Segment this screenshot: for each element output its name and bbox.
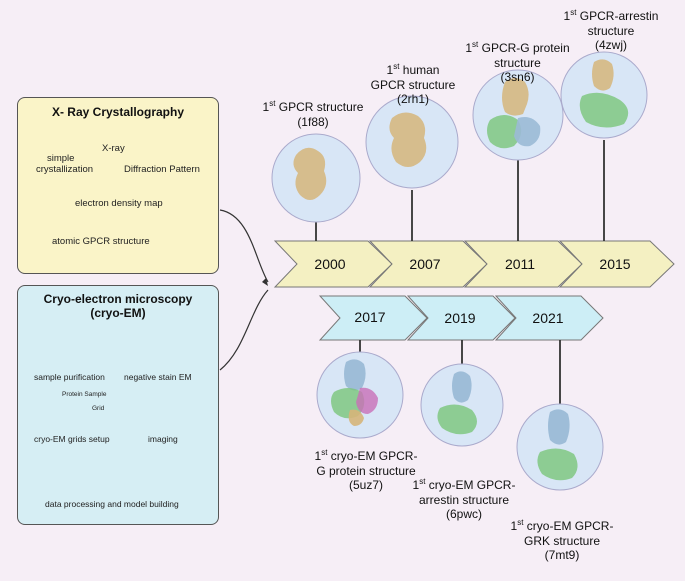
caption-2rh1: 1st human GPCR structure (2rh1) — [370, 62, 456, 106]
structure-bubbles — [271, 51, 648, 491]
chevron-2021 — [494, 295, 604, 341]
year-2011: 2011 — [504, 256, 536, 272]
year-2019: 2019 — [444, 310, 476, 326]
bubble-7mt9 — [516, 403, 604, 491]
chevron-2011 — [463, 240, 583, 288]
imaging-label: imaging — [148, 434, 178, 444]
cryo-em-panel: Cryo-electron microscopy (cryo-EM) — [17, 285, 219, 525]
top-stems — [315, 140, 605, 241]
data-processing-label: data processing and model building — [45, 499, 179, 509]
grid-label: Grid — [92, 405, 105, 412]
chevron-2015 — [558, 240, 675, 288]
protein-sample-label: Protein Sample — [62, 391, 107, 398]
year-2017: 2017 — [354, 309, 386, 325]
year-2000: 2000 — [314, 256, 346, 272]
electron-density-label: electron density map — [75, 198, 163, 209]
simple-label: simple — [47, 153, 75, 164]
caption-7mt9: 1st cryo-EM GPCR- GRK structure (7mt9) — [510, 518, 614, 562]
bottom-stems — [359, 340, 561, 404]
xray-connector-arrow — [219, 209, 269, 283]
cryo-title-line2: (cryo-EM) — [90, 306, 146, 320]
caption-4zwj: 1st GPCR-arrestin structure (4zwj) — [563, 8, 659, 52]
xray-label: X-ray — [102, 143, 125, 154]
xray-title: X- Ray Crystallography — [51, 105, 185, 119]
chevron-2007 — [368, 240, 488, 288]
bottom-timeline — [318, 295, 604, 341]
grids-setup-label: cryo-EM grids setup — [34, 434, 110, 444]
chevron-2000 — [273, 240, 393, 288]
atomic-structure-label: atomic GPCR structure — [52, 236, 150, 247]
cryo-title-line1: Cryo-electron microscopy — [43, 292, 193, 306]
crystallization-label: crystallization — [36, 164, 94, 175]
sample-purification-label: sample purification — [34, 372, 105, 382]
xray-crystallography-panel: X- Ray Crystallography — [17, 97, 219, 274]
chevron-2019 — [406, 295, 516, 341]
top-timeline — [273, 240, 675, 288]
connector-arrowhead — [262, 278, 268, 286]
negative-stain-label: negative stain EM — [124, 372, 192, 382]
caption-3sn6: 1st GPCR-G protein structure (3sn6) — [465, 40, 570, 84]
caption-1f88: 1st GPCR structure (1f88) — [262, 99, 364, 129]
year-2021: 2021 — [532, 310, 564, 326]
chevron-2017 — [318, 295, 428, 341]
caption-6pwc: 1st cryo-EM GPCR- arrestin structure (6p… — [412, 477, 516, 521]
cryo-connector-arrow — [219, 289, 269, 371]
year-2007: 2007 — [409, 256, 441, 272]
year-2015: 2015 — [599, 256, 631, 272]
diffraction-pattern-label: Diffraction Pattern — [124, 164, 200, 175]
caption-5uz7: 1st cryo-EM GPCR- G protein structure (5… — [314, 448, 418, 492]
